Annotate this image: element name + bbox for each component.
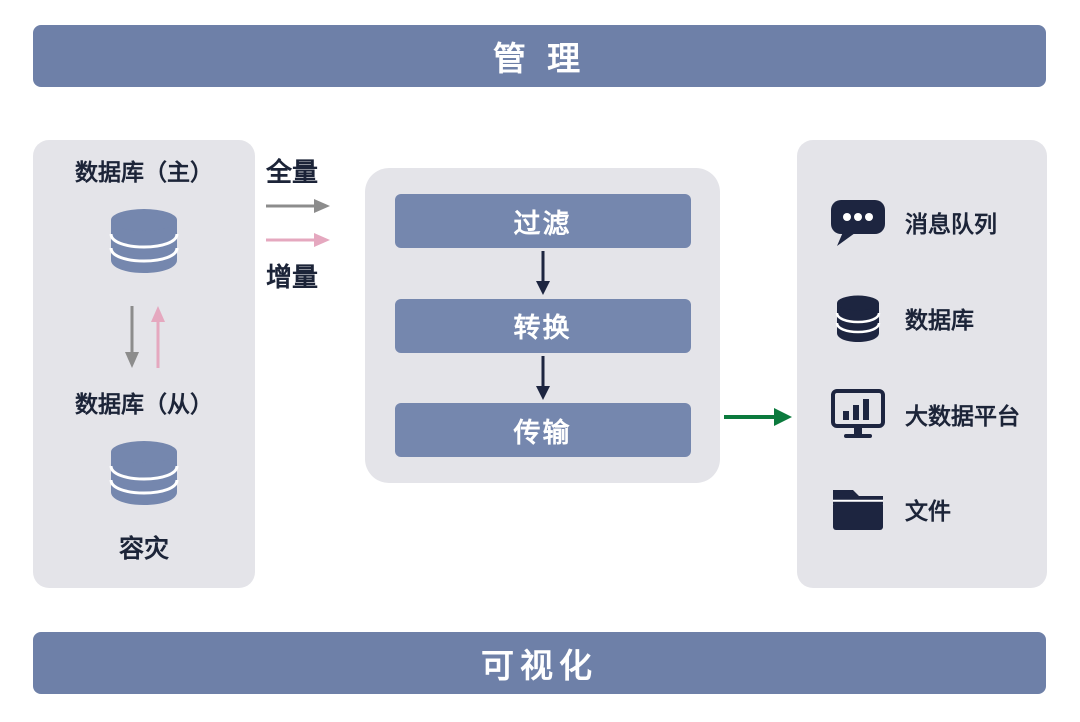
target-item-file: 文件 bbox=[829, 486, 1047, 532]
target-label: 消息队列 bbox=[905, 211, 997, 237]
target-label: 文件 bbox=[905, 498, 951, 524]
full-sync-label: 全量 bbox=[266, 157, 319, 187]
targets-panel: 消息队列 数据库 bbox=[797, 140, 1047, 588]
pipeline-step-label: 传输 bbox=[513, 417, 572, 448]
incremental-sync-label: 增量 bbox=[266, 262, 319, 292]
output-arrow-icon bbox=[724, 405, 794, 434]
pipeline-step-label: 转换 bbox=[513, 313, 572, 343]
pipeline-down-arrow-icon bbox=[531, 251, 555, 296]
down-arrow-icon bbox=[125, 352, 139, 369]
pipeline-step-transform: 转换 bbox=[394, 298, 691, 353]
visualization-bar: 可视化 bbox=[33, 632, 1046, 694]
target-item-message-queue: 消息队列 bbox=[829, 196, 1047, 248]
disaster-recovery-label: 容灾 bbox=[118, 535, 169, 564]
secondary-database-label: 数据库（从） bbox=[75, 391, 213, 418]
target-item-big-data-platform: 大数据平台 bbox=[829, 388, 1047, 440]
pipeline-step-transfer: 传输 bbox=[394, 403, 691, 457]
full-sync-arrow-icon bbox=[266, 199, 330, 213]
target-label: 大数据平台 bbox=[905, 403, 1020, 429]
pipeline-panel: 过滤 转换 传输 bbox=[365, 168, 720, 483]
target-item-database: 数据库 bbox=[829, 294, 1047, 342]
source-databases-panel: 数据库（主） 数据库（从） bbox=[33, 140, 255, 588]
big-data-platform-icon bbox=[829, 388, 887, 440]
up-arrow-icon bbox=[151, 306, 165, 323]
secondary-database-icon bbox=[105, 439, 183, 514]
folder-icon bbox=[829, 486, 887, 532]
replication-arrows bbox=[108, 304, 180, 370]
primary-database-icon bbox=[105, 207, 183, 282]
target-label: 数据库 bbox=[905, 307, 974, 333]
management-bar: 管 理 bbox=[33, 25, 1046, 87]
sync-mode-block: 全量 增量 bbox=[266, 152, 358, 294]
message-queue-icon bbox=[829, 196, 887, 248]
pipeline-step-filter: 过滤 bbox=[394, 194, 691, 248]
visualization-bar-title: 可视化 bbox=[481, 647, 598, 684]
primary-database-label: 数据库（主） bbox=[75, 159, 213, 185]
incremental-sync-arrow-icon bbox=[266, 233, 330, 247]
management-bar-title: 管 理 bbox=[492, 40, 587, 77]
database-icon bbox=[829, 294, 887, 342]
pipeline-down-arrow-icon bbox=[531, 355, 555, 400]
pipeline-step-label: 过滤 bbox=[513, 208, 572, 239]
